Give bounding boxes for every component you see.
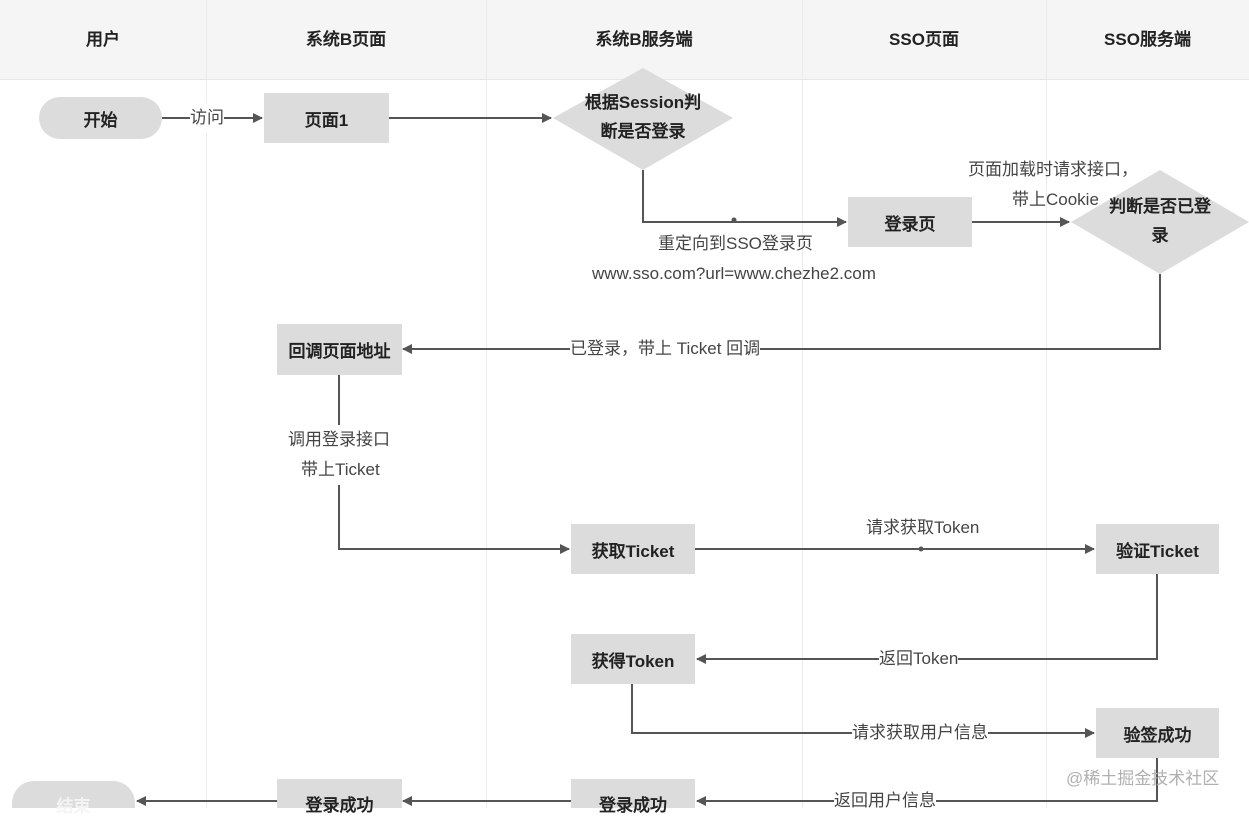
login-success-server-node: 登录成功 <box>571 779 695 815</box>
login-page-node: 登录页 <box>848 197 972 247</box>
start-terminal: 开始 <box>39 97 162 139</box>
edge-label-call-login-line1: 调用登录接口 <box>288 425 390 455</box>
lane-title-sso-server: SSO服务端 <box>1104 30 1191 49</box>
verify-ticket-node: 验证Ticket <box>1096 524 1219 574</box>
decision-logged-label: 判断是否已登 录 <box>1095 192 1225 250</box>
decision-logged-line2: 录 <box>1151 226 1169 245</box>
edge-label-visit: 访问 <box>190 103 224 133</box>
edge-label-return-token: 返回Token <box>879 644 959 674</box>
edge-label-load-line2: 带上Cookie <box>1012 190 1099 209</box>
edge-label-load-line1: 页面加载时请求接口， <box>968 160 1138 179</box>
lane-divider <box>1046 0 1047 808</box>
lane-divider <box>206 0 207 808</box>
got-token-node: 获得Token <box>571 634 695 684</box>
decision-logged-line1: 判断是否已登 <box>1109 197 1211 216</box>
edge-label-logged-callback: 已登录，带上 Ticket 回调 <box>570 334 761 364</box>
end-terminal: 结束 <box>12 781 135 816</box>
edge-label-redirect-line2: www.sso.com?url=www.chezhe2.com <box>592 264 876 283</box>
edge-label-call-login-line2: 带上Ticket <box>301 455 380 485</box>
lane-divider <box>486 0 487 808</box>
decision-session-line2: 断是否登录 <box>600 122 686 141</box>
decision-diamond-session <box>553 68 733 170</box>
edge-label-return-user-info: 返回用户信息 <box>834 786 936 816</box>
lane-title-sso-page: SSO页面 <box>889 30 959 49</box>
login-success-page-node: 登录成功 <box>277 779 402 815</box>
decision-diamond-logged <box>1071 170 1249 274</box>
lane-title-user: 用户 <box>86 30 120 49</box>
decision-session-line1: 根据Session判 <box>584 93 702 112</box>
edge-label-request-user-info: 请求获取用户信息 <box>852 718 988 748</box>
get-ticket-node: 获取Ticket <box>571 524 695 574</box>
watermark-text: @稀土掘金技术社区 <box>1066 769 1220 788</box>
edge-check-to-login-page <box>642 170 847 227</box>
edge-verify-to-got-token <box>696 574 1158 664</box>
lane-title-system-b-server: 系统B服务端 <box>595 30 693 49</box>
callback-url-node: 回调页面地址 <box>277 324 402 375</box>
edge-label-request-token: 请求获取Token <box>866 518 980 537</box>
lane-title-system-b-page: 系统B页面 <box>305 30 387 49</box>
decision-session-label: 根据Session判 断是否登录 <box>573 88 713 146</box>
edge-label-redirect-line1: 重定向到SSO登录页 <box>658 234 813 253</box>
sign-success-node: 验签成功 <box>1096 708 1219 758</box>
page1-node: 页面1 <box>264 93 389 143</box>
lane-divider <box>802 0 803 808</box>
